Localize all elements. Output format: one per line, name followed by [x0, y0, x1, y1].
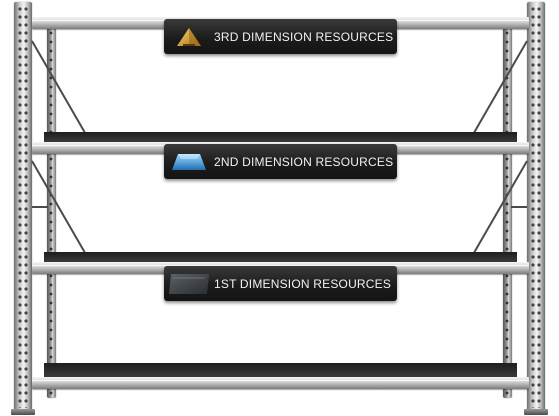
shelf-deck — [44, 252, 517, 262]
blue-plane-icon — [164, 144, 214, 179]
shelf-deck — [44, 132, 517, 142]
right-front-upright — [527, 2, 545, 412]
label-text: 2ND DIMENSION RESOURCES — [214, 154, 394, 169]
fundamentals-badge-icon — [164, 266, 214, 301]
left-brace-upper — [31, 40, 92, 144]
label-1st-dimension-resources[interactable]: 1ST DIMENSION RESOURCES — [164, 266, 397, 301]
gold-pyramid-icon — [164, 19, 214, 54]
right-rear-upright — [503, 26, 512, 398]
label-3rd-dimension-resources[interactable]: 3RD DIMENSION RESOURCES — [164, 19, 397, 54]
left-rear-upright — [47, 26, 56, 398]
left-foot — [11, 409, 35, 415]
label-2nd-dimension-resources[interactable]: 2ND DIMENSION RESOURCES — [164, 144, 397, 179]
right-brace-middle — [467, 160, 528, 264]
left-front-upright — [14, 2, 32, 412]
shelf-beam — [32, 377, 529, 389]
right-foot — [524, 409, 548, 415]
label-text: 1ST DIMENSION RESOURCES — [214, 276, 392, 291]
left-brace-middle — [31, 160, 92, 264]
label-text: 3RD DIMENSION RESOURCES — [214, 29, 394, 44]
right-tie-bar — [511, 206, 527, 208]
right-brace-upper — [467, 40, 528, 144]
shelf-deck — [44, 363, 517, 377]
left-tie-bar — [32, 206, 48, 208]
